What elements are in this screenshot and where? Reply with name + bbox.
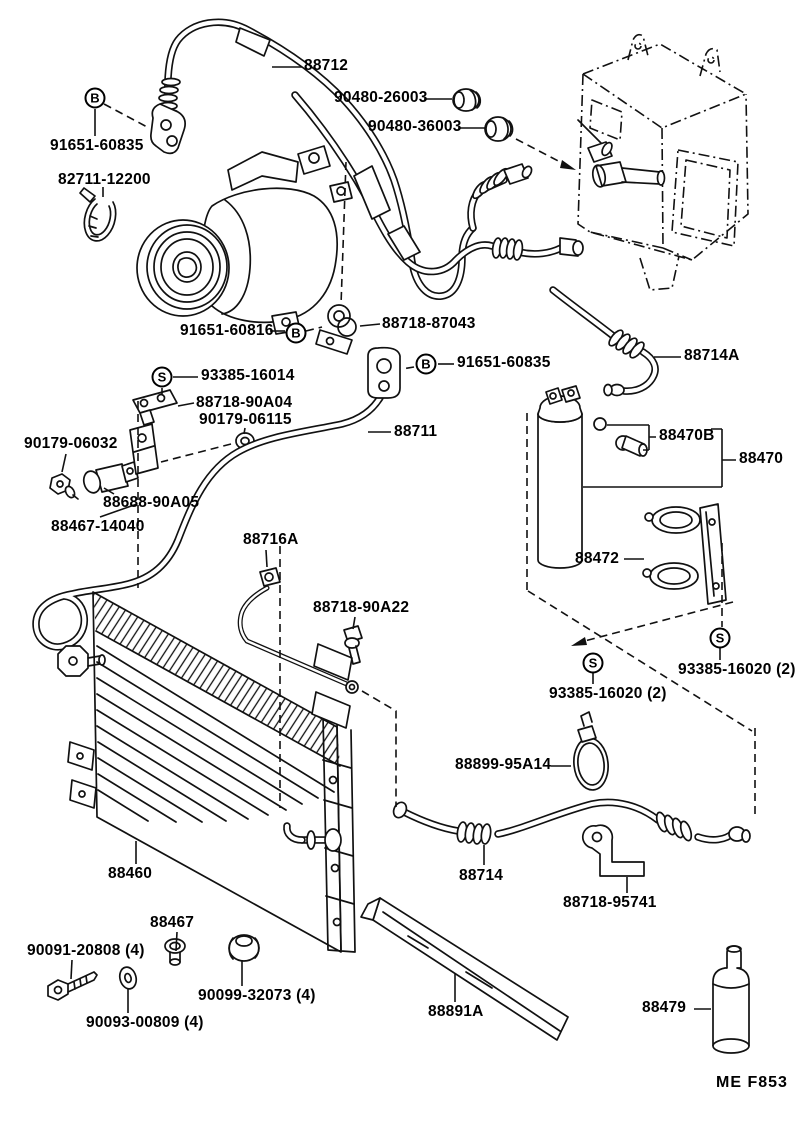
part-label: 88470B <box>659 427 715 444</box>
hose-clamp-82711 <box>79 187 117 242</box>
grommet-90480-26003 <box>452 88 482 112</box>
liquid-pipe-88711 <box>32 346 401 651</box>
part-label: 88899-95A14 <box>455 756 552 773</box>
oil-bottle-88479 <box>712 945 750 1054</box>
part-label: 88718-90A22 <box>313 599 410 616</box>
bracket-88467-14040 <box>129 423 159 475</box>
refrigerant-hoses <box>150 18 584 300</box>
evaporator-unit-drawing <box>577 33 749 291</box>
circled-letter-marker: S <box>709 627 731 649</box>
receiver-drier-drawing <box>537 385 648 569</box>
pipe-88716A <box>237 567 359 694</box>
part-label: 88714A <box>684 347 740 364</box>
compressor-drawing <box>136 145 353 335</box>
condenser-drawing <box>57 591 356 953</box>
part-label: 88716A <box>243 531 299 548</box>
clamp-88472-drawing <box>642 503 727 605</box>
part-label: 93385-16020 (2) <box>549 685 667 702</box>
reference-dashed-lines <box>103 103 756 816</box>
part-label: 88718-90A04 <box>196 394 293 411</box>
clamp-ring-88899 <box>573 711 609 791</box>
part-label: 88479 <box>642 999 687 1016</box>
bolt-88718-90A22 <box>343 625 363 665</box>
part-label: 90179-06115 <box>199 411 292 428</box>
part-label: 88891A <box>428 1003 484 1020</box>
part-label: 90480-26003 <box>334 89 428 106</box>
part-label: 88718-95741 <box>563 894 657 911</box>
circled-letter-marker: S <box>151 366 173 388</box>
hose-88714A <box>549 286 659 397</box>
part-label: 91651-60835 <box>50 137 144 154</box>
circled-letter-marker: S <box>582 652 604 674</box>
bracket-88718-95741 <box>581 824 645 877</box>
hose-88714 <box>392 798 751 845</box>
drawing-code: ME F853 <box>716 1074 788 1091</box>
part-label: 88470 <box>739 450 784 467</box>
part-label: 88472 <box>575 550 620 567</box>
circled-letter-marker: B <box>84 87 106 109</box>
part-label: 88467 <box>150 914 195 931</box>
bolt-90179-06032 <box>49 473 79 500</box>
part-label: 82711-12200 <box>58 171 151 188</box>
o-ring-88470B <box>593 417 607 431</box>
part-label: 88460 <box>108 865 153 882</box>
part-label: 88467-14040 <box>51 518 145 535</box>
fitting-88470B <box>615 435 648 457</box>
part-label: 91651-60816 <box>180 322 274 339</box>
part-label: 93385-16014 <box>201 367 295 384</box>
part-label: 90099-32073 (4) <box>198 987 316 1004</box>
circled-letter-marker: B <box>415 353 437 375</box>
part-label: 88711 <box>394 423 438 440</box>
grommet-90480-36003 <box>484 116 514 142</box>
part-label: 88718-87043 <box>382 315 476 332</box>
part-label: 88712 <box>304 57 349 74</box>
part-label: 90093-00809 (4) <box>86 1014 204 1031</box>
sensor-88688-90A05 <box>82 461 139 494</box>
part-label: 91651-60835 <box>457 354 551 371</box>
part-label: 88688-90A05 <box>103 494 200 511</box>
bolt-90091-20808 <box>47 971 98 1001</box>
part-label: 90480-36003 <box>368 118 462 135</box>
seal-bar-88891A <box>360 897 569 1041</box>
washer-90093-00809 <box>118 966 138 990</box>
part-label: 88714 <box>459 867 504 884</box>
leader-lines <box>61 66 736 1013</box>
part-label: 90179-06032 <box>24 435 118 452</box>
bolt-88467 <box>164 938 186 966</box>
circled-letter-marker: B <box>285 322 307 344</box>
bracket-88718-90A04 <box>132 389 178 426</box>
grommet-90099-32073 <box>228 934 260 962</box>
part-label: 93385-16020 (2) <box>678 661 796 678</box>
part-label: 90091-20808 (4) <box>27 942 145 959</box>
pipe-clamp-87043 <box>315 304 357 355</box>
